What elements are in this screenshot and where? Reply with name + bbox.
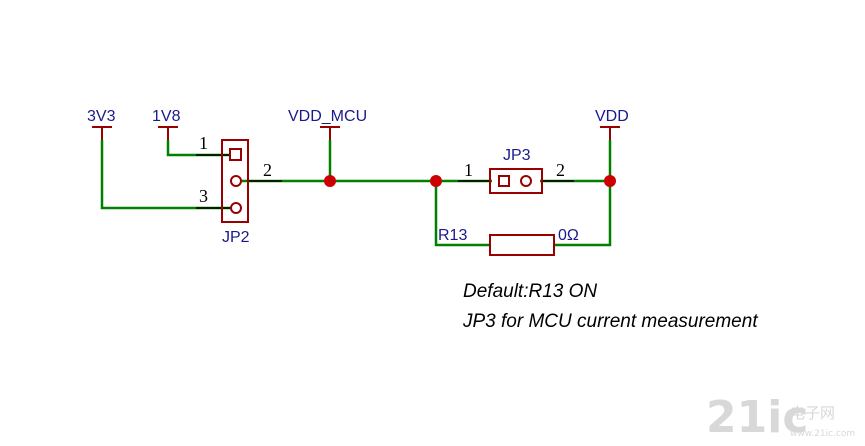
wire-node-to-r13 [434, 181, 490, 247]
junctions [324, 175, 616, 187]
wire-r13-to-vdd [554, 181, 612, 247]
r13-resistor-body [489, 234, 555, 256]
jp3-pin1-number: 1 [464, 160, 473, 180]
jp2-pin3-round-pad [230, 202, 242, 214]
watermark-url: www.21ic.com [790, 429, 855, 439]
jp3-pin2-round-pad [520, 175, 532, 187]
jp2-pin2-number: 2 [263, 160, 272, 180]
junction-dot-r13-branch [430, 175, 442, 187]
junction-dot-vdd-mcu [324, 175, 336, 187]
watermark: 21ic 电子网 www.21ic.com [706, 392, 855, 443]
watermark-subtitle: 电子网 [790, 404, 835, 422]
wire-3v3-to-jp2-pin3 [100, 140, 230, 210]
power-port-vdd-mcu [320, 126, 340, 140]
note-jp3-purpose: JP3 for MCU current measurement [462, 311, 758, 332]
power-port-vdd [600, 126, 620, 140]
power-label-vdd-mcu: VDD_MCU [288, 108, 367, 125]
r13-ref-label: R13 [438, 227, 467, 244]
jp2-header [221, 139, 249, 223]
jp2-pin1-number: 1 [199, 133, 208, 153]
jp3-header [489, 168, 543, 194]
jp2-pin3-number: 3 [199, 186, 208, 206]
power-port-3v3 [92, 126, 112, 140]
jp3-pin2-number: 2 [556, 160, 565, 180]
power-label-3v3: 3V3 [87, 108, 116, 125]
jp3-ref-label: JP3 [503, 147, 531, 164]
jp2-pin2-round-pad [230, 175, 242, 187]
jp3-body [489, 168, 543, 194]
power-port-1v8 [158, 126, 178, 140]
jp2-body [221, 139, 249, 223]
note-default-config: Default:R13 ON [463, 281, 597, 302]
jp2-ref-label: JP2 [222, 229, 250, 246]
r13-value-label: 0Ω [558, 227, 579, 244]
power-label-1v8: 1V8 [152, 108, 181, 125]
component-leads [196, 154, 574, 209]
junction-dot-vdd [604, 175, 616, 187]
power-label-vdd: VDD [595, 108, 629, 125]
jp3-pin1-square-pad [498, 175, 510, 187]
watermark-logo: 21ic [706, 392, 808, 443]
jp2-pin1-square-pad [229, 148, 242, 161]
